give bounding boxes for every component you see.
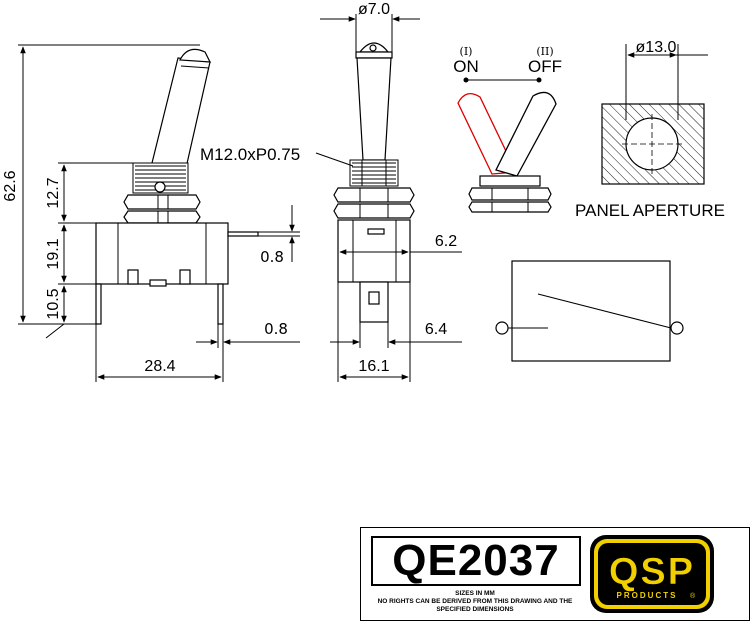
on-roman: (I)	[460, 45, 473, 58]
dim-body-height: 19.1	[45, 238, 62, 269]
label-bushing-thread: M12.0xP0.75	[200, 145, 300, 164]
switch-schematic	[495, 260, 684, 362]
dim-terminal-gap: 0.8	[264, 320, 288, 338]
dim-terminal-length: 10.5	[45, 288, 62, 319]
front-terminal	[359, 281, 389, 323]
positions-diagram: (I) ON (II) OFF	[453, 45, 562, 213]
dim-aperture-diameter: ø13.0	[636, 39, 677, 56]
logo-registered-mark: ®	[690, 592, 696, 600]
off-roman: (II)	[536, 45, 553, 58]
dim-pin-thickness: 0.8	[260, 248, 284, 266]
disclaimer-note: SIZES IN MM NO RIGHTS CAN BE DERIVED FRO…	[361, 590, 589, 614]
side-terminals	[95, 283, 224, 325]
dim-overall-height: 62.6	[2, 170, 19, 201]
front-body	[337, 219, 411, 283]
panel-aperture: ø13.0 PANEL APERTURE	[575, 39, 725, 220]
front-lever	[355, 42, 393, 161]
front-nuts	[333, 187, 415, 219]
front-view: ø7.0 M12.0xP0.75 6.2 6.4 16.1	[200, 1, 462, 382]
title-block: QE2037 SIZES IN MM NO RIGHTS CAN BE DERI…	[360, 527, 750, 621]
side-lever	[151, 48, 212, 169]
on-label: ON	[453, 57, 479, 76]
qsp-logo: QSP PRODUCTS ®	[590, 535, 714, 613]
disclaimer-line-2: SPECIFIED DIMENSIONS	[436, 606, 514, 613]
dim-lever-height: 12.7	[45, 177, 62, 208]
disclaimer-line-1: NO RIGHTS CAN BE DERIVED FROM THIS DRAWI…	[377, 598, 573, 605]
dim-lever-diameter: ø7.0	[358, 1, 390, 18]
side-nuts	[123, 194, 201, 224]
part-code-box: QE2037	[371, 536, 581, 586]
side-body	[95, 222, 259, 287]
dim-terminal-width: 6.4	[425, 321, 447, 338]
logo-subtext: PRODUCTS	[617, 591, 678, 600]
sizes-note: SIZES IN MM	[455, 590, 495, 597]
side-bushing	[132, 162, 189, 194]
off-label: OFF	[528, 57, 562, 76]
side-view: 62.6 12.7 19.1 10.5 0.8 0.8 28.4	[2, 44, 300, 382]
part-code: QE2037	[392, 536, 560, 585]
lever-off-position	[495, 91, 557, 177]
logo-text: QSP	[609, 551, 695, 593]
panel-aperture-label: PANEL APERTURE	[575, 201, 725, 220]
dim-front-width: 16.1	[358, 358, 389, 375]
front-bushing	[349, 159, 399, 187]
dim-body-width: 28.4	[144, 358, 175, 375]
dim-front-offset: 6.2	[435, 233, 457, 250]
